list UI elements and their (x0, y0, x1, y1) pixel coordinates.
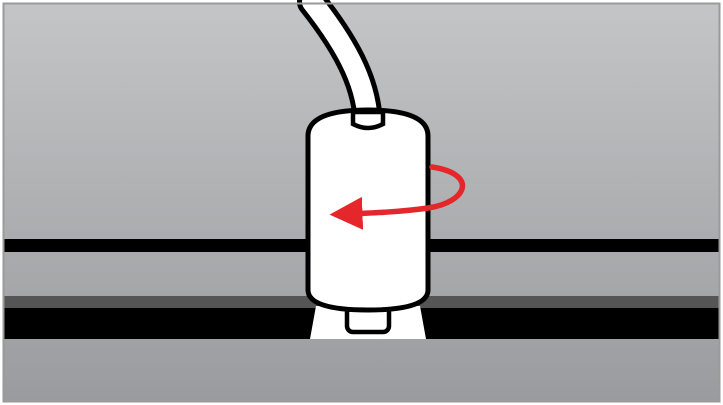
cable-collar (350, 109, 386, 131)
rotate-arrow-icon (329, 164, 466, 230)
cylindrical-connector (305, 107, 431, 313)
